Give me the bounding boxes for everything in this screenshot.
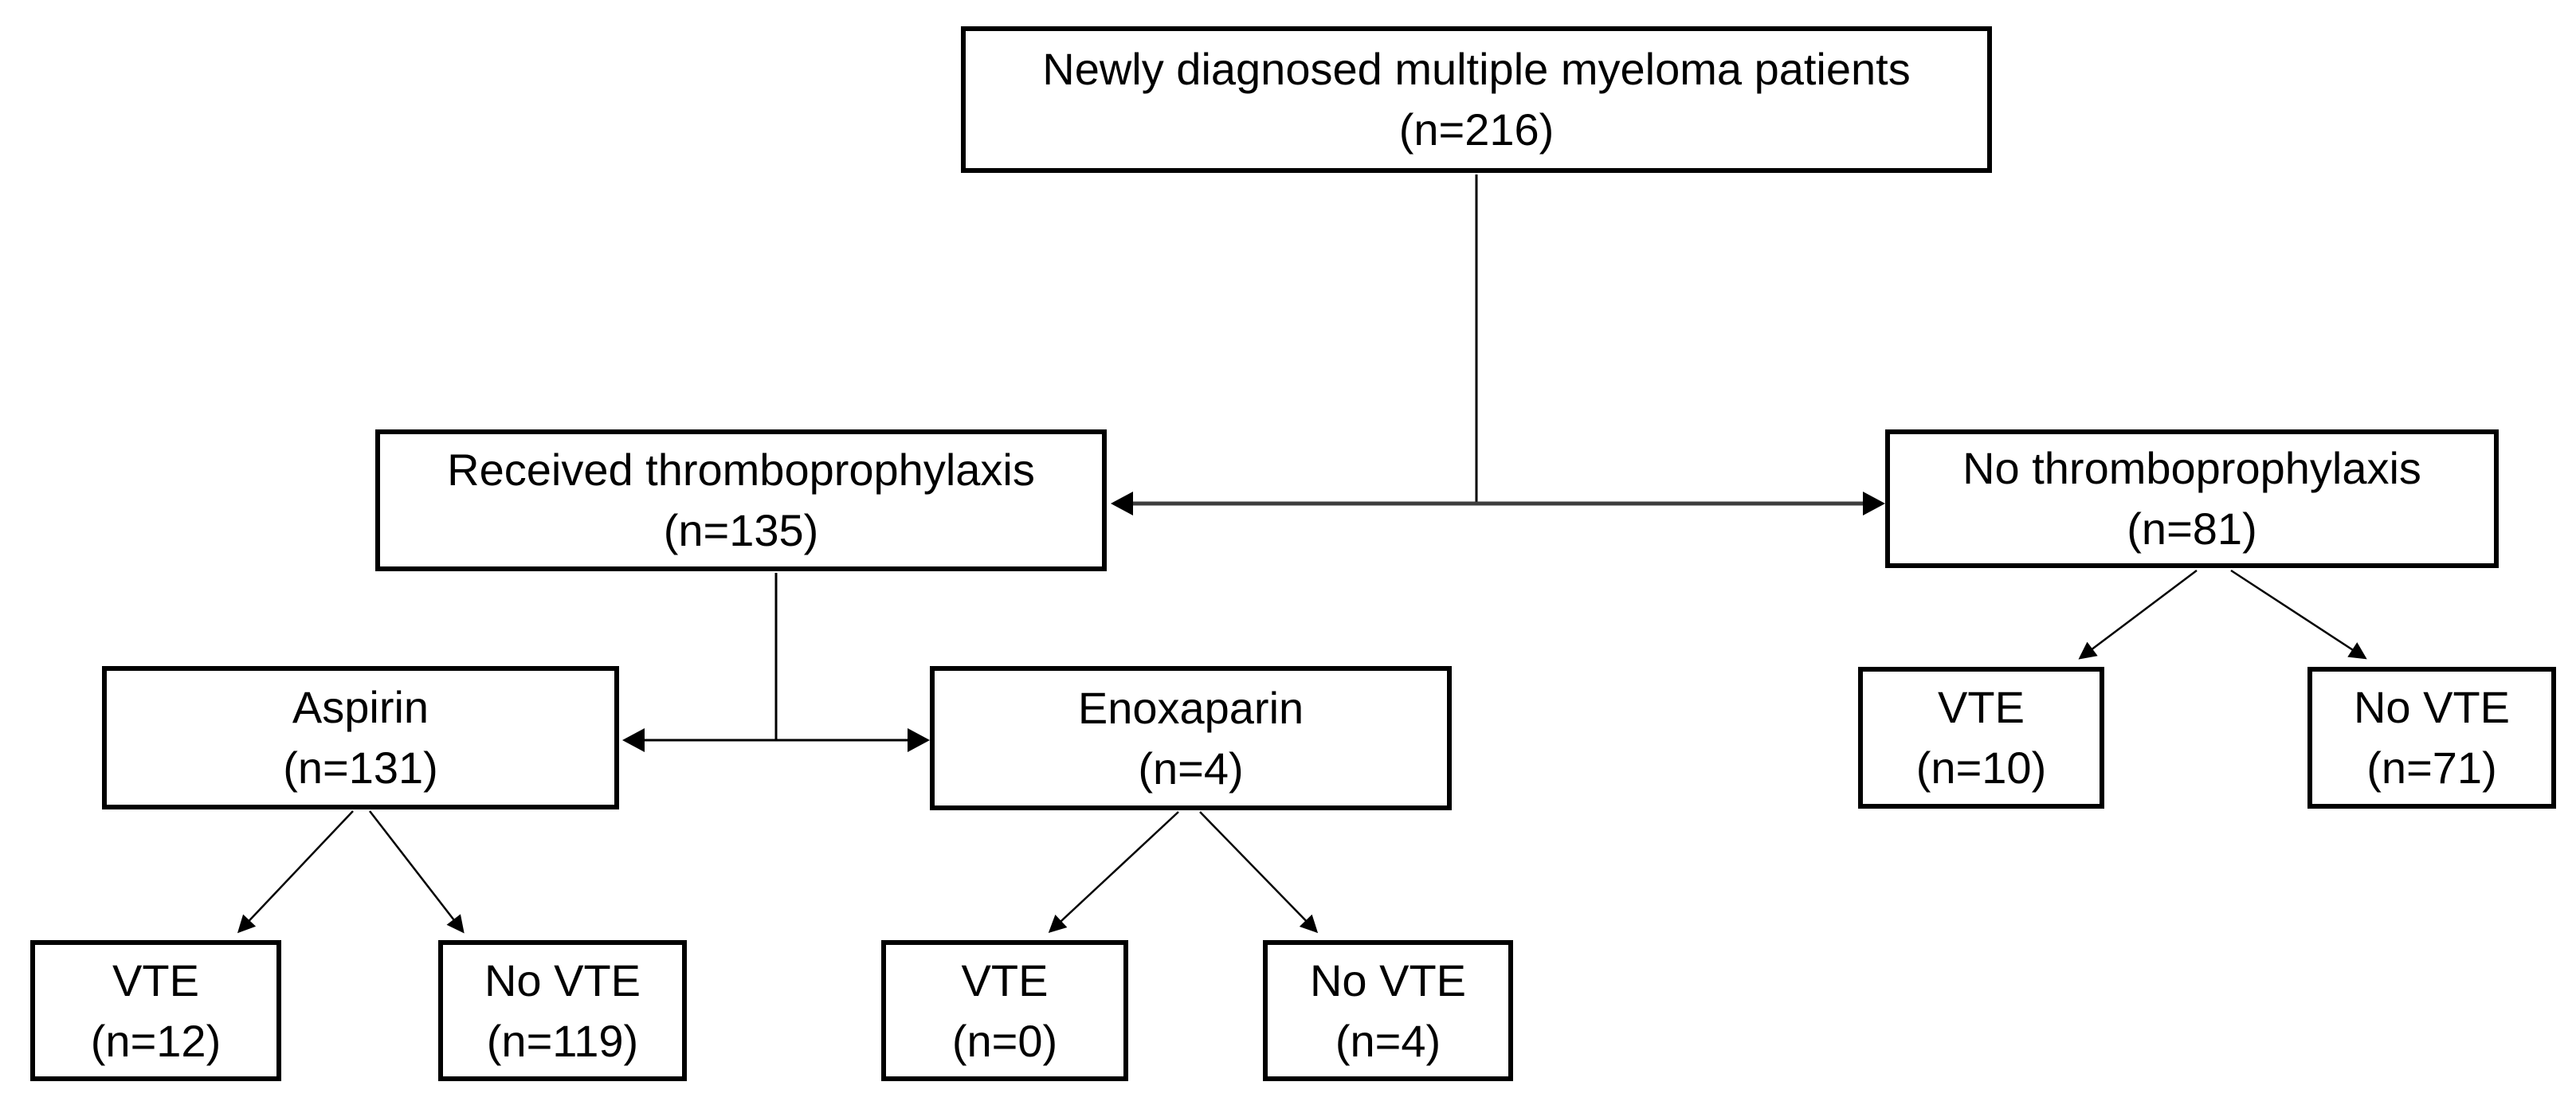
node-no-prophylaxis-vte-label: VTE (1938, 682, 2025, 732)
node-aspirin-no-vte: No VTE (n=119) (438, 940, 687, 1081)
connector-aspirin-fork (237, 810, 465, 934)
node-no-prophylaxis-count: (n=81) (2127, 504, 2257, 554)
node-root-label: Newly diagnosed multiple myeloma patient… (1042, 44, 1911, 94)
node-no-prophylaxis-no-vte: No VTE (n=71) (2307, 667, 2556, 809)
node-root-count: (n=216) (1398, 104, 1555, 155)
node-enoxaparin-no-vte: No VTE (n=4) (1263, 940, 1513, 1081)
node-no-prophylaxis-vte: VTE (n=10) (1858, 667, 2104, 809)
node-enoxaparin: Enoxaparin (n=4) (930, 666, 1452, 810)
node-enoxaparin-label: Enoxaparin (1077, 682, 1304, 733)
node-enoxaparin-count: (n=4) (1138, 743, 1244, 794)
node-aspirin-label: Aspirin (292, 682, 429, 732)
node-no-prophylaxis-label: No thromboprophylaxis (1962, 443, 2421, 493)
node-aspirin-vte-label: VTE (112, 954, 199, 1005)
node-no-prophylaxis-no-vte-label: No VTE (2353, 682, 2511, 732)
connector-root-split (1111, 174, 1885, 515)
node-enoxaparin-vte-count: (n=0) (951, 1015, 1058, 1066)
connector-received-split (622, 573, 930, 752)
node-no-prophylaxis-no-vte-count: (n=71) (2366, 743, 2497, 793)
node-no-thromboprophylaxis: No thromboprophylaxis (n=81) (1885, 429, 2499, 568)
node-no-prophylaxis-vte-count: (n=10) (1915, 743, 2047, 793)
node-aspirin-vte-count: (n=12) (90, 1015, 222, 1066)
node-aspirin-count: (n=131) (283, 743, 438, 793)
node-enoxaparin-no-vte-count: (n=4) (1335, 1015, 1441, 1066)
node-aspirin-no-vte-label: No VTE (484, 954, 641, 1005)
node-enoxaparin-vte: VTE (n=0) (881, 940, 1128, 1081)
node-root: Newly diagnosed multiple myeloma patient… (961, 26, 1992, 173)
node-received-label: Received thromboprophylaxis (447, 445, 1035, 495)
node-received-count: (n=135) (663, 505, 819, 555)
connector-enoxaparin-fork (1048, 811, 1319, 934)
node-aspirin-vte: VTE (n=12) (30, 940, 281, 1081)
node-enoxaparin-no-vte-label: No VTE (1309, 954, 1467, 1005)
node-enoxaparin-vte-label: VTE (961, 954, 1049, 1005)
node-aspirin-no-vte-count: (n=119) (486, 1015, 639, 1066)
node-received-thromboprophylaxis: Received thromboprophylaxis (n=135) (375, 429, 1107, 571)
node-aspirin: Aspirin (n=131) (102, 666, 619, 809)
connector-no-prophylaxis-fork (2078, 569, 2367, 660)
